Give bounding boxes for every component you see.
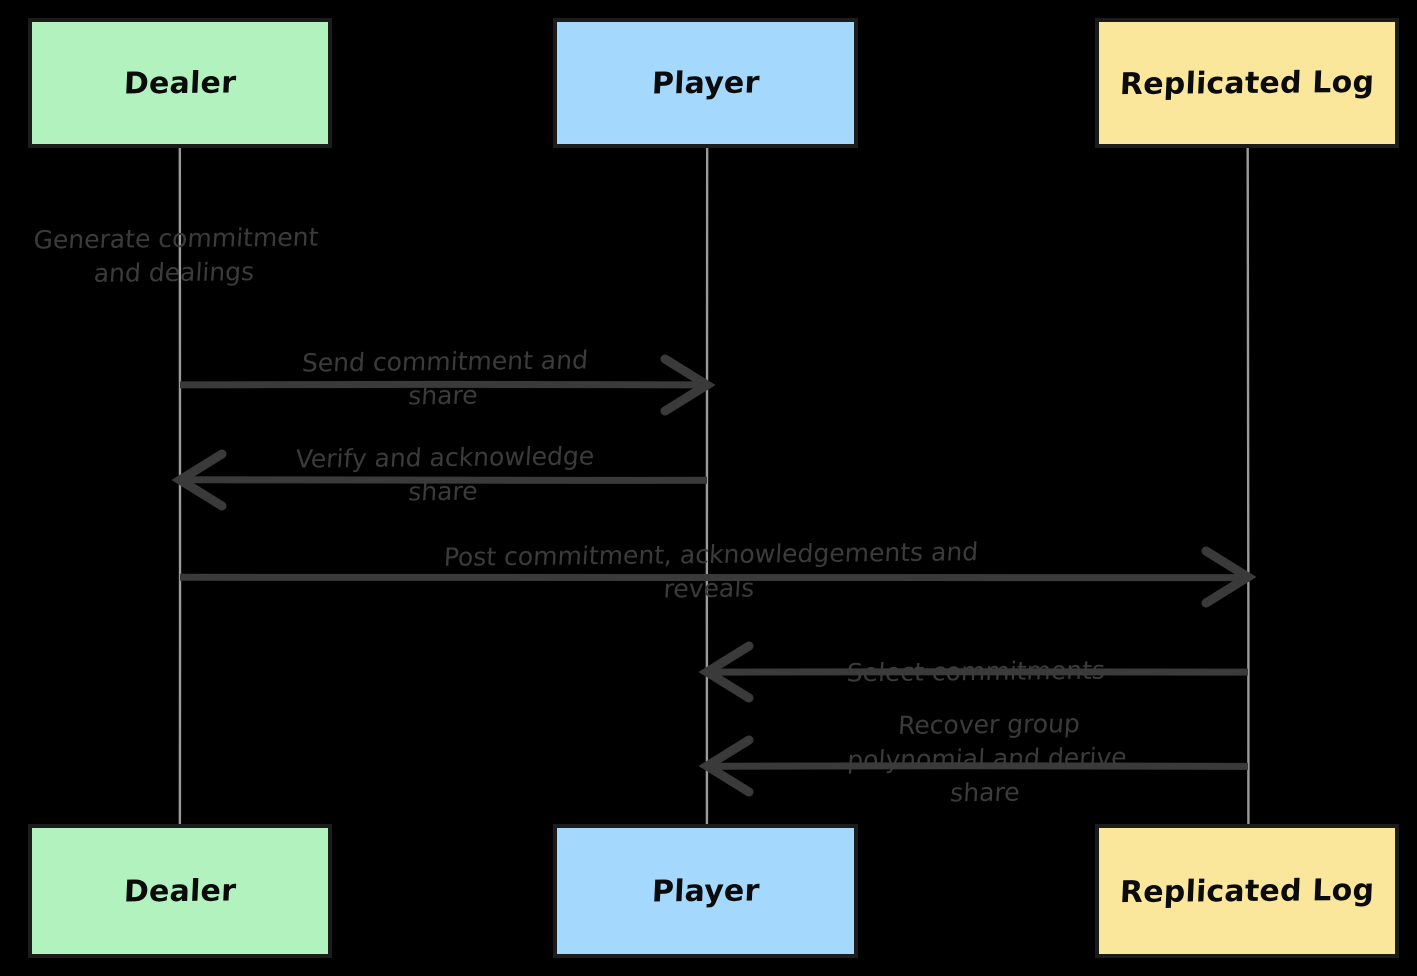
actor-label-dealer-top: Dealer: [123, 65, 237, 101]
arrows-group: [180, 359, 1248, 792]
actor-box-player-bottom[interactable]: Player: [553, 824, 858, 958]
message-arrow-m4: [180, 551, 1248, 603]
message-arrow-m3: [180, 454, 707, 506]
lifeline-player: [707, 148, 708, 826]
message-arrow-m2: [180, 359, 707, 411]
actor-label-player-top: Player: [651, 65, 760, 101]
lifelines-group: [180, 148, 1249, 826]
lifeline-log: [1248, 148, 1249, 826]
actor-label-replicated-log-top: Replicated Log: [1119, 64, 1375, 101]
actor-label-replicated-log-bottom: Replicated Log: [1119, 872, 1375, 909]
arrow-shaft: [707, 766, 1248, 767]
actor-box-replicated-log-bottom[interactable]: Replicated Log: [1095, 824, 1399, 958]
message-arrow-m5: [707, 646, 1248, 698]
actor-box-dealer-top[interactable]: Dealer: [28, 18, 332, 148]
actor-box-replicated-log-top[interactable]: Replicated Log: [1095, 18, 1399, 148]
actor-label-player-bottom: Player: [651, 873, 760, 909]
actor-box-player-top[interactable]: Player: [553, 18, 858, 148]
actor-label-dealer-bottom: Dealer: [123, 873, 237, 909]
message-arrow-m6: [707, 740, 1248, 792]
arrow-shaft: [180, 480, 707, 481]
actor-box-dealer-bottom[interactable]: Dealer: [28, 824, 332, 958]
